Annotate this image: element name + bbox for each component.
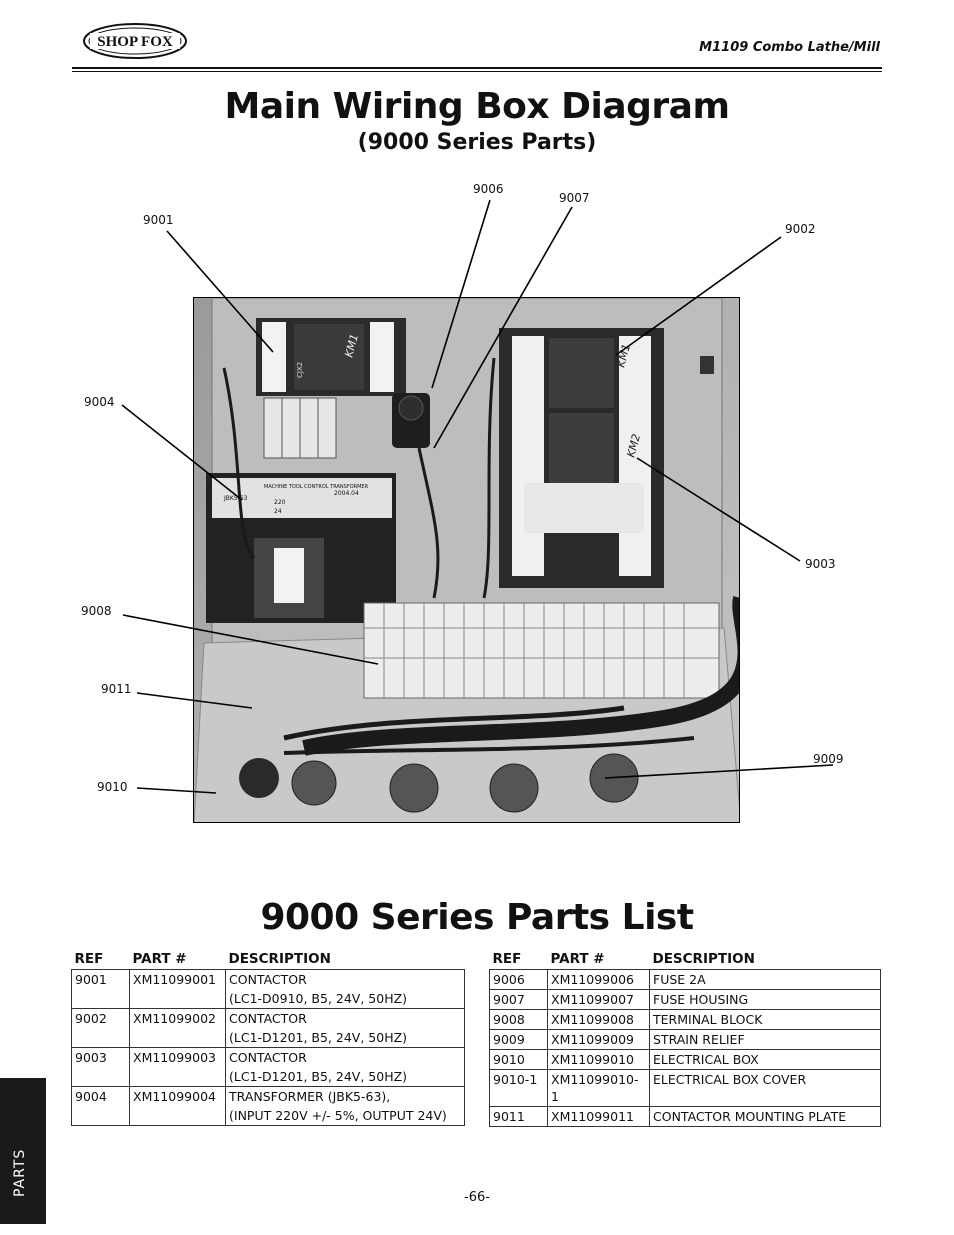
col-ref: REF [492, 951, 522, 967]
callout-9001: 9001 [143, 213, 174, 227]
col-desc: DESCRIPTION [652, 951, 755, 967]
svg-text:CJX2: CJX2 [296, 362, 304, 378]
contactor-km1: KM1 CJX2 [256, 318, 406, 459]
col-part: PART # [132, 951, 187, 967]
callout-9008: 9008 [81, 604, 112, 618]
svg-text:JBK5-63: JBK5-63 [223, 495, 248, 502]
page-title: Main Wiring Box Diagram [224, 86, 730, 127]
table-row: (LC1-D1201, B5, 24V, 50HZ) [71, 1067, 465, 1087]
header-rule-thin [72, 71, 882, 72]
col-ref: REF [74, 951, 104, 967]
shop-fox-logo: SHOP FOX [83, 23, 187, 59]
table-row: (LC1-D0910, B5, 24V, 50HZ) [71, 989, 465, 1009]
knockout-hole [239, 758, 279, 798]
col-part: PART # [550, 951, 605, 967]
svg-text:MACHINE TOOL CONTROL TRANSFORM: MACHINE TOOL CONTROL TRANSFORMER [264, 484, 369, 490]
col-desc: DESCRIPTION [228, 951, 331, 967]
table-row: (INPUT 220V +/- 5%, OUTPUT 24V) [71, 1106, 465, 1126]
callout-9007: 9007 [559, 191, 590, 205]
callout-9010: 9010 [97, 780, 128, 794]
callout-9002: 9002 [785, 222, 816, 236]
transformer: MACHINE TOOL CONTROL TRANSFORMER JBK5-63… [206, 473, 396, 623]
page-number: -66- [464, 1190, 490, 1205]
header-rule [72, 67, 882, 69]
fuse-holder [392, 393, 430, 448]
svg-text:24: 24 [274, 508, 282, 515]
svg-text:2004.04: 2004.04 [334, 490, 359, 497]
table-row: (LC1-D1201, B5, 24V, 50HZ) [71, 1028, 465, 1048]
callout-9004: 9004 [84, 395, 115, 409]
ground-bolt [700, 356, 714, 374]
contactor-km2: KM1 KM2 [499, 328, 664, 588]
callout-9011: 9011 [101, 682, 132, 696]
wiring-box-photo: KM1 CJX2 KM1 KM2 MACHINE TOOL CON [193, 297, 740, 823]
terminal-block-strip [363, 602, 720, 699]
callout-9006: 9006 [473, 182, 504, 196]
callout-9009: 9009 [813, 752, 844, 766]
wiring-box-illustration: KM1 CJX2 KM1 KM2 MACHINE TOOL CON [194, 298, 739, 822]
brand-text: SHOP FOX [97, 34, 173, 50]
svg-text:KM1: KM1 [342, 333, 361, 359]
section-tab: PARTS [0, 1078, 46, 1224]
callout-9003: 9003 [805, 557, 836, 571]
svg-text:KM2: KM2 [624, 433, 643, 459]
svg-text:220: 220 [274, 499, 286, 506]
page-subtitle: (9000 Series Parts) [357, 130, 597, 155]
model-name: M1109 Combo Lathe/Mill [699, 40, 880, 55]
parts-list-title: 9000 Series Parts List [260, 897, 694, 938]
